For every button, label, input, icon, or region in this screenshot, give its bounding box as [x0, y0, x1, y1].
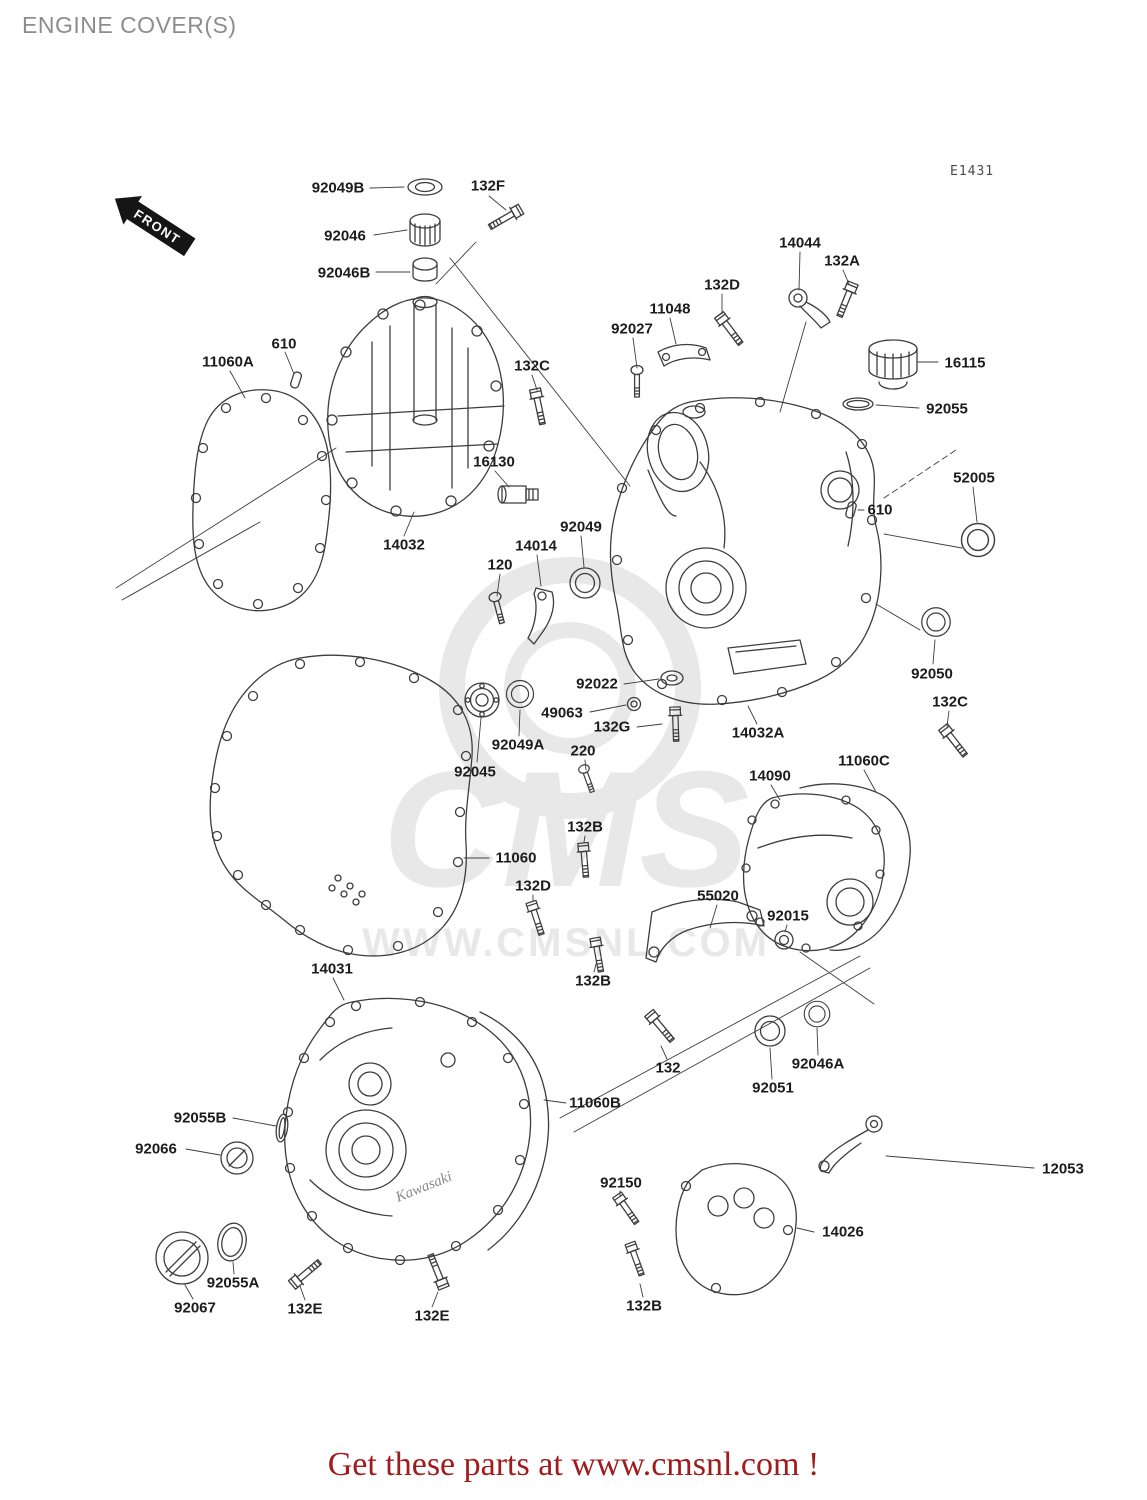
cover-14032-drawing [326, 295, 505, 517]
gasket-11060a-drawing [190, 389, 332, 612]
plug-92066-drawing [220, 1141, 254, 1175]
cap-92067-drawing [155, 1231, 209, 1285]
part-label-132e[interactable]: 132E [287, 1300, 323, 1318]
part-label-55020[interactable]: 55020 [697, 887, 739, 905]
bracket-55020-drawing [645, 898, 765, 963]
engine-parts-drawing: Kawasaki [115, 178, 1035, 1308]
watermark: CMS WWW.CMSNL.COM [362, 557, 770, 965]
gasket-11060c-drawing [799, 783, 911, 951]
part-label-92051[interactable]: 92051 [752, 1079, 794, 1097]
part-label-132b[interactable]: 132B [575, 972, 611, 990]
part-label-92049a[interactable]: 92049A [491, 736, 545, 754]
part-label-14032a[interactable]: 14032A [731, 724, 785, 742]
page-title: ENGINE COVER(S) [22, 12, 237, 38]
part-label-120[interactable]: 120 [487, 556, 513, 574]
lever-14044-drawing [788, 288, 831, 329]
seal-92049b-drawing [407, 178, 443, 196]
cover-14026-drawing [675, 1162, 797, 1296]
watermark-logo-text: CMS [383, 737, 750, 921]
part-label-49063[interactable]: 49063 [541, 704, 583, 722]
part-label-92066[interactable]: 92066 [135, 1140, 177, 1158]
part-label-132e[interactable]: 132E [414, 1307, 450, 1325]
washer-92022-drawing [660, 670, 684, 686]
nut-92015-drawing [774, 930, 794, 950]
construction-line-dashed [883, 449, 957, 499]
part-label-610[interactable]: 610 [867, 501, 893, 519]
part-label-16130[interactable]: 16130 [473, 453, 515, 471]
part-label-92055[interactable]: 92055 [926, 400, 968, 418]
part-label-132d[interactable]: 132D [515, 877, 551, 895]
oil-cap-16115-drawing [868, 339, 918, 390]
oring-92055-drawing [842, 397, 874, 411]
part-label-11060a[interactable]: 11060A [202, 353, 254, 371]
part-label-14032[interactable]: 14032 [383, 536, 425, 554]
plate-14014-drawing [527, 587, 555, 645]
part-label-14090[interactable]: 14090 [749, 767, 791, 785]
part-label-132[interactable]: 132 [655, 1059, 681, 1077]
watermark-url-text: WWW.CMSNL.COM [362, 921, 770, 965]
part-label-92055b[interactable]: 92055B [173, 1109, 227, 1127]
part-label-92046a[interactable]: 92046A [791, 1055, 845, 1073]
part-label-132c[interactable]: 132C [514, 357, 550, 375]
part-label-92049b[interactable]: 92049B [311, 179, 365, 197]
part-label-16115[interactable]: 16115 [944, 354, 986, 372]
part-label-220[interactable]: 220 [570, 742, 596, 760]
part-label-14031[interactable]: 14031 [311, 960, 353, 978]
part-label-92046[interactable]: 92046 [324, 227, 366, 245]
part-label-14026[interactable]: 14026 [822, 1223, 864, 1241]
gasket-11060-drawing [209, 654, 473, 957]
nozzle-49063-drawing [626, 696, 642, 712]
leader-lines [115, 186, 1035, 1308]
part-label-11060c[interactable]: 11060C [838, 752, 890, 770]
part-label-92067[interactable]: 92067 [174, 1299, 216, 1317]
part-label-132f[interactable]: 132F [470, 177, 506, 195]
cover-14090-drawing [741, 793, 885, 953]
part-label-92027[interactable]: 92027 [611, 320, 653, 338]
part-label-11060b[interactable]: 11060B [569, 1094, 621, 1112]
part-label-92045[interactable]: 92045 [454, 763, 496, 781]
bushing-92046b-drawing [412, 257, 438, 282]
part-label-11048[interactable]: 11048 [649, 300, 691, 318]
oring-92055a-drawing [217, 1222, 247, 1262]
diagram-code: E1431 [950, 164, 995, 179]
part-label-92049[interactable]: 92049 [560, 518, 602, 536]
needle-bearing-92046-drawing [409, 213, 441, 247]
part-label-92046b[interactable]: 92046B [317, 264, 371, 282]
fitting-16130-drawing [497, 485, 539, 504]
lever-12053-drawing [818, 1115, 883, 1174]
part-label-610[interactable]: 610 [271, 335, 297, 353]
part-label-132d[interactable]: 132D [704, 276, 740, 294]
part-label-11060[interactable]: 11060 [495, 849, 537, 867]
part-label-132g[interactable]: 132G [593, 718, 631, 736]
part-label-14044[interactable]: 14044 [779, 234, 821, 252]
part-label-92150[interactable]: 92150 [600, 1174, 642, 1192]
footer-link[interactable]: Get these parts at www.cmsnl.com ! [327, 1446, 820, 1483]
gasket-11060b-drawing [479, 1011, 550, 1251]
part-label-132a[interactable]: 132A [824, 252, 860, 270]
part-label-132b[interactable]: 132B [626, 1297, 662, 1315]
part-label-92055a[interactable]: 92055A [206, 1274, 260, 1292]
part-label-14014[interactable]: 14014 [515, 537, 557, 555]
part-label-52005[interactable]: 52005 [953, 469, 995, 487]
part-label-12053[interactable]: 12053 [1042, 1160, 1084, 1178]
part-label-132b[interactable]: 132B [567, 818, 603, 836]
part-label-92022[interactable]: 92022 [576, 675, 618, 693]
bracket-11048-drawing [657, 343, 711, 367]
part-label-92015[interactable]: 92015 [767, 907, 809, 925]
part-label-132c[interactable]: 132C [932, 693, 968, 711]
part-label-92050[interactable]: 92050 [911, 665, 953, 683]
cover-14032a-drawing [609, 396, 882, 706]
